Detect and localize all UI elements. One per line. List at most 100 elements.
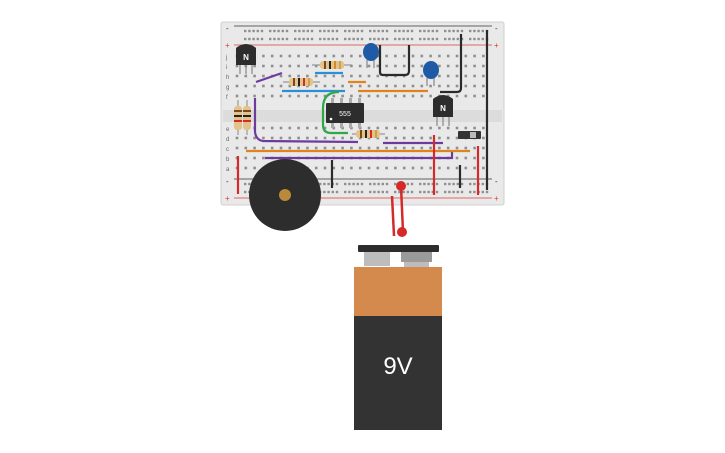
breadboard-hole	[464, 84, 468, 88]
breadboard-hole	[314, 94, 318, 98]
rail-hole	[298, 37, 301, 41]
capacitor-top	[363, 43, 379, 68]
breadboard-hole	[394, 94, 397, 98]
breadboard-hole	[253, 74, 256, 78]
rail-hole	[410, 29, 414, 33]
breadboard-hole	[314, 166, 318, 170]
rail-hole	[406, 182, 409, 186]
breadboard-hole	[394, 166, 397, 170]
breadboard-hole	[253, 156, 256, 160]
rail-plus-symbol-br: +	[494, 194, 499, 203]
row-letters: j i h g f e d c b a	[225, 55, 230, 173]
rail-hole	[394, 29, 397, 33]
breadboard-hole	[358, 84, 362, 88]
breadboard-hole	[402, 64, 406, 68]
rail-hole	[477, 37, 480, 41]
breadboard-hole	[253, 136, 256, 140]
rail-hole	[277, 37, 280, 41]
breadboard-hole	[323, 146, 327, 150]
breadboard-hole	[455, 126, 459, 130]
breadboard-hole	[455, 136, 459, 140]
breadboard-hole	[438, 54, 441, 58]
slide-switch[interactable]	[458, 131, 481, 139]
breadboard-hole	[394, 54, 397, 58]
breadboard-hole	[341, 166, 344, 170]
wire-black-top	[378, 45, 411, 77]
breadboard-hole	[350, 64, 353, 68]
rail-hole	[452, 29, 455, 33]
rail-plus-symbol-bl: +	[225, 194, 230, 203]
slide-switch-knob[interactable]	[470, 132, 476, 138]
breadboard-hole	[411, 166, 415, 170]
rail-hole	[394, 190, 397, 194]
rail-hole	[481, 29, 484, 33]
breadboard-hole	[429, 94, 432, 98]
rail-hole	[448, 29, 451, 33]
breadboard-hole	[455, 146, 459, 150]
rail-hole	[252, 29, 255, 33]
breadboard-hole	[438, 146, 441, 150]
breadboard-hole	[306, 126, 309, 130]
breadboard-hole	[367, 126, 371, 130]
breadboard-hole	[306, 94, 309, 98]
rail-hole	[260, 29, 264, 33]
breadboard-hole	[411, 136, 415, 140]
rail-hole	[244, 190, 247, 194]
rail-hole	[344, 190, 347, 194]
rail-hole	[444, 190, 447, 194]
rail-hole	[248, 37, 251, 41]
rail-hole	[244, 37, 247, 41]
rail-hole	[281, 37, 284, 41]
rail-hole	[260, 37, 264, 41]
breadboard-hole	[429, 126, 432, 130]
breadboard-hole	[332, 94, 336, 98]
breadboard-hole	[455, 156, 459, 160]
rail-hole	[310, 29, 314, 33]
breadboard-hole	[446, 54, 450, 58]
breadboard-hole	[235, 146, 239, 150]
breadboard-hole	[376, 136, 380, 140]
rail-hole	[331, 29, 334, 33]
rail-hole	[323, 37, 326, 41]
rail-hole	[360, 29, 364, 33]
rail-hole	[310, 37, 314, 41]
rail-hole	[327, 29, 330, 33]
rail-minus-symbol-br: -	[495, 177, 498, 186]
rail-hole	[323, 29, 326, 33]
slide-switch-body[interactable]	[458, 131, 481, 139]
rail-hole	[319, 182, 322, 186]
breadboard-hole	[297, 64, 300, 68]
rail-hole	[323, 190, 326, 194]
battery-lead-end-2	[397, 227, 407, 237]
transistor-left: N	[236, 44, 256, 74]
breadboard-hole	[464, 166, 468, 170]
breadboard-hole	[394, 126, 397, 130]
rail-hole	[456, 190, 459, 194]
rail-hole	[352, 190, 355, 194]
breadboard-hole	[314, 54, 318, 58]
rail-hole	[244, 29, 247, 33]
breadboard-hole	[420, 84, 424, 88]
rail-hole	[410, 190, 414, 194]
rail-hole	[302, 29, 305, 33]
rail-hole	[406, 29, 409, 33]
rail-hole	[469, 190, 472, 194]
rail-hole	[444, 29, 447, 33]
rail-hole	[427, 29, 430, 33]
rail-hole	[248, 182, 251, 186]
breadboard-hole	[420, 94, 424, 98]
breadboard-hole	[341, 136, 344, 140]
resistor-vertical-pair	[234, 100, 251, 135]
breadboard-hole	[455, 94, 459, 98]
rail-hole	[452, 37, 455, 41]
breadboard-hole	[420, 166, 424, 170]
breadboard-hole	[482, 84, 485, 88]
breadboard-hole	[279, 94, 283, 98]
breadboard-hole	[358, 64, 362, 68]
breadboard-hole	[270, 54, 274, 58]
rail-hole	[360, 37, 364, 41]
breadboard-hole	[288, 54, 292, 58]
wire-green	[321, 90, 348, 135]
row-letter-b: b	[226, 157, 230, 163]
